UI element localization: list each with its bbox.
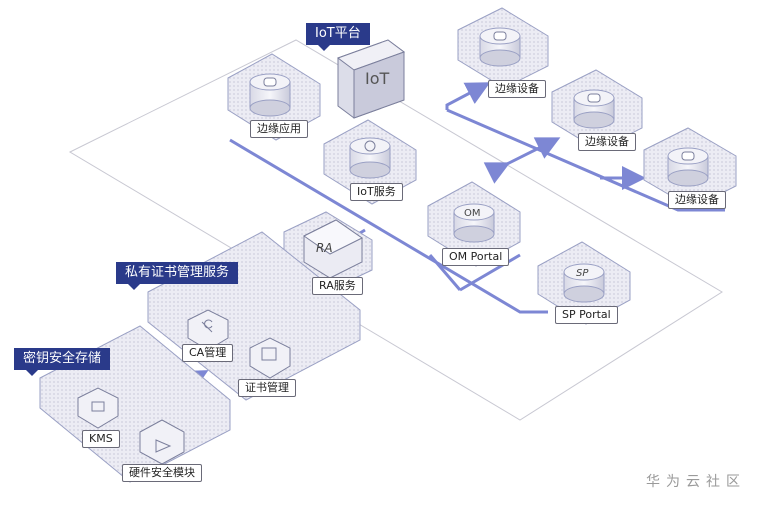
iot-service-gear-icon [349,137,391,179]
ra-service-label: RA服务 [312,277,363,295]
ra-icon-text: RA [316,241,333,255]
iot-firewall-icon [336,39,406,119]
watermark: 华为云社区 [646,474,746,490]
om-portal-icon [453,203,495,243]
sp-icon-text: SP [576,268,589,279]
iot-service-label: IoT服务 [350,183,403,201]
edge-device-label-1: 边缘设备 [488,80,546,98]
cert-mgmt-label: 证书管理 [238,379,296,397]
edge-device-icon-3 [667,147,709,187]
om-portal-label: OM Portal [442,248,510,266]
lock-icon [77,387,119,429]
iot-wall-text: IoT [365,69,390,88]
ca-wrench-icon [187,309,229,351]
edge-device-label-3: 边缘设备 [668,191,726,209]
edge-app-label: 边缘应用 [250,120,308,138]
ca-mgmt-label: CA管理 [182,344,234,362]
kms-label: KMS [82,430,120,448]
sp-portal-label: SP Portal [555,306,618,324]
key-storage-title: 密钥安全存储 [14,348,111,376]
device-sync-arrow [483,137,561,184]
hsm-triangle-icon [139,419,185,465]
edge-app-server-icon [249,73,291,117]
om-icon-text: OM [464,208,481,219]
edge-device-icon-2 [573,89,615,129]
certificate-icon [249,337,291,379]
iot-platform-title: IoT平台 [306,23,370,51]
edge-device-icon-1 [479,27,521,67]
hsm-label: 硬件安全模块 [122,464,202,482]
platform-plane [68,39,723,421]
ra-server-icon [303,219,363,279]
private-ca-title: 私有证书管理服务 [116,262,239,290]
sp-portal-icon [563,263,605,303]
edge-device-label-2: 边缘设备 [578,133,636,151]
